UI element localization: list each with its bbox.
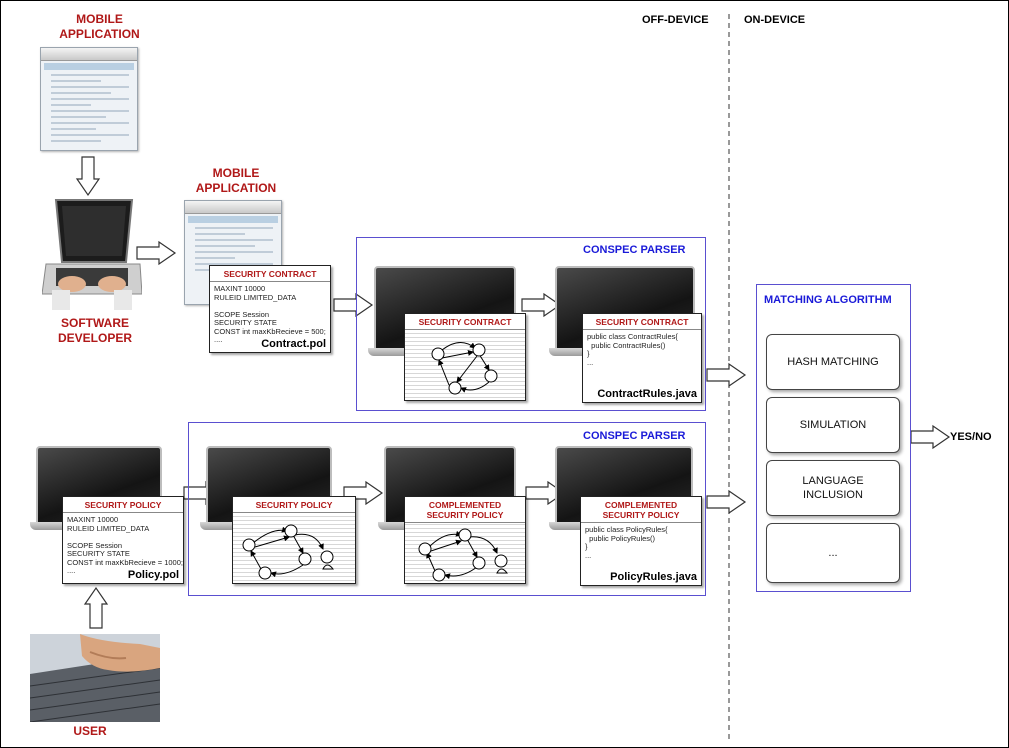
language-inclusion-step: LANGUAGE INCLUSION [766, 460, 900, 516]
policy-automaton-title: SECURITY POLICY [233, 497, 355, 513]
mobile-app-screenshot-1 [40, 47, 138, 151]
contract-doc-title: SECURITY CONTRACT [210, 266, 330, 282]
arrow-contract-rules-to-matching [706, 363, 746, 387]
yes-no-result: YES/NO [950, 431, 992, 443]
hash-matching-step: HASH MATCHING [766, 334, 900, 390]
contract-rules-title: SECURITY CONTRACT [583, 314, 701, 330]
policy-automaton-graph [242, 524, 335, 580]
user-label: USER [73, 724, 107, 738]
arrow-policy-rules-to-matching [706, 490, 746, 514]
software-developer-label: SOFTWARE DEVELOPER [57, 316, 132, 345]
user-photo [30, 634, 160, 722]
contract-rules-body: public class ContractRules{ public Contr… [587, 332, 678, 367]
conspec-parser-label-top: CONSPEC PARSER [583, 244, 686, 256]
mobile-application-label-2: MOBILE APPLICATION [195, 166, 277, 195]
policy-doc-body: MAXINT 10000 RULEID LIMITED_DATA SCOPE S… [67, 515, 183, 575]
policy-doc-filename: Policy.pol [127, 569, 179, 581]
conspec-parser-box-bottom [188, 422, 706, 596]
policy-rules-filename: PolicyRules.java [610, 571, 697, 583]
arrow-matching-to-result [910, 425, 950, 449]
mobile-application-label-1: MOBILE APPLICATION [59, 12, 140, 41]
complemented-automaton-title: COMPLEMENTED SECURITY POLICY [405, 497, 525, 523]
contract-automaton-title: SECURITY CONTRACT [405, 314, 525, 330]
simulation-step: SIMULATION [766, 397, 900, 453]
contract-automaton-document: SECURITY CONTRACT [404, 313, 526, 401]
contract-automaton-graph [431, 342, 498, 395]
arrow-user-to-policy [84, 587, 108, 629]
matching-algorithm-title: MATCHING ALGORITHM [764, 294, 892, 306]
policy-automaton-document: SECURITY POLICY [232, 496, 356, 584]
conspec-parser-label-bottom: CONSPEC PARSER [583, 430, 686, 442]
policy-pol-document: SECURITY POLICY MAXINT 10000 RULEID LIMI… [62, 496, 184, 584]
policy-rules-body: public class PolicyRules{ public PolicyR… [585, 525, 668, 560]
complemented-automaton-graph [418, 528, 509, 582]
contract-doc-filename: Contract.pol [261, 338, 326, 350]
software-developer-photo [42, 198, 142, 310]
arrow-developer-to-app [136, 241, 176, 265]
contract-rules-document: SECURITY CONTRACT public class ContractR… [582, 313, 702, 403]
contract-doc-body: MAXINT 10000 RULEID LIMITED_DATA SCOPE S… [214, 284, 326, 344]
ellipsis-step: ... [766, 523, 900, 583]
conspec-parser-box-top [356, 237, 706, 411]
on-device-label: ON-DEVICE [744, 14, 806, 26]
contract-rules-filename: ContractRules.java [597, 388, 697, 400]
arrow-down-app-to-developer [76, 156, 100, 196]
matching-algorithm-box [756, 284, 911, 592]
complemented-automaton-document: COMPLEMENTED SECURITY POLICY [404, 496, 526, 584]
policy-rules-title: COMPLEMENTED SECURITY POLICY [581, 497, 701, 523]
policy-doc-title: SECURITY POLICY [63, 497, 183, 513]
contract-pol-document: SECURITY CONTRACT MAXINT 10000 RULEID LI… [209, 265, 331, 353]
off-device-label: OFF-DEVICE [642, 14, 709, 26]
policy-rules-document: COMPLEMENTED SECURITY POLICY public clas… [580, 496, 702, 586]
